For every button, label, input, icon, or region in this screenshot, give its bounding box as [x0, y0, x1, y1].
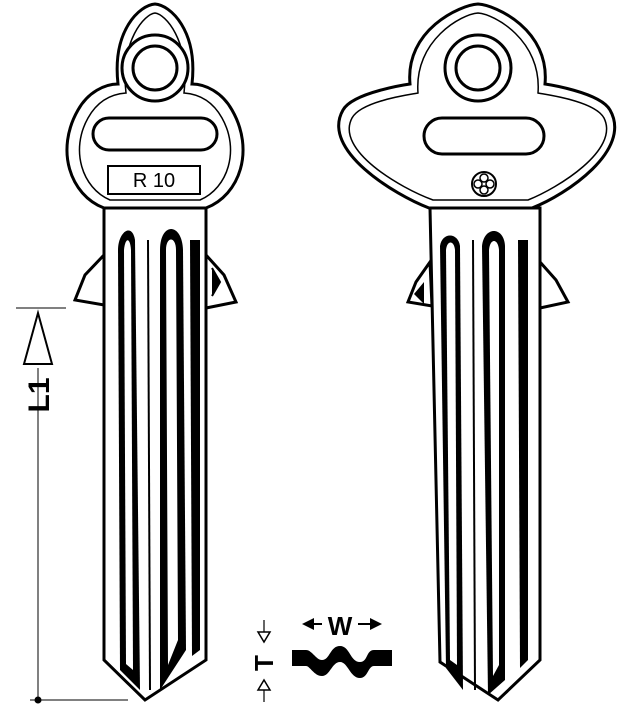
front-key-groove-1-highlight	[124, 240, 133, 670]
front-key-slot	[91, 116, 219, 152]
front-key-shoulder-right-shade	[211, 267, 222, 297]
front-key-blade-ridge	[147, 239, 151, 691]
length-arrow-icon	[22, 309, 54, 365]
back-key-groove-2-highlight	[489, 241, 499, 676]
front-key-stamp-text: R 10	[133, 170, 175, 192]
back-key-head-inner	[348, 12, 608, 201]
width-arrow-right-icon	[370, 618, 382, 630]
thickness-arrow-up-icon	[256, 678, 272, 691]
length-label: L1	[23, 377, 56, 412]
clover-mark-icon	[471, 171, 497, 197]
keyway-profile	[292, 646, 392, 678]
back-key-shoulder-right	[538, 258, 571, 310]
width-dimension: W	[302, 611, 382, 641]
front-key-stamp-box	[107, 165, 201, 195]
back-key-head	[337, 2, 617, 210]
back-key-slot	[422, 116, 546, 156]
front-key: R 10	[65, 2, 245, 702]
width-label: W	[328, 611, 353, 641]
thickness-arrow-down-icon	[256, 631, 272, 644]
back-key-blade-ridge	[472, 239, 476, 691]
back-key-bow-hole-inner	[454, 44, 502, 92]
thickness-label: T	[249, 655, 279, 671]
thickness-dimension: T	[249, 620, 279, 702]
back-key	[337, 2, 617, 702]
front-key-groove-2-highlight	[166, 239, 178, 665]
front-key-shoulder-left	[72, 251, 106, 307]
front-key-head	[65, 2, 245, 210]
front-key-bow-hole-inner	[131, 44, 179, 92]
front-key-groove-3	[190, 240, 200, 656]
length-endpoint	[34, 696, 42, 704]
width-arrow-left-icon	[302, 618, 314, 630]
length-dimension: L1	[16, 307, 128, 704]
back-key-groove-3	[518, 240, 528, 668]
front-key-shoulder-right	[204, 251, 239, 310]
front-key-head-inner	[78, 12, 232, 201]
back-key-groove-1-highlight	[446, 242, 457, 665]
back-key-shoulder-left-shade	[414, 282, 424, 304]
